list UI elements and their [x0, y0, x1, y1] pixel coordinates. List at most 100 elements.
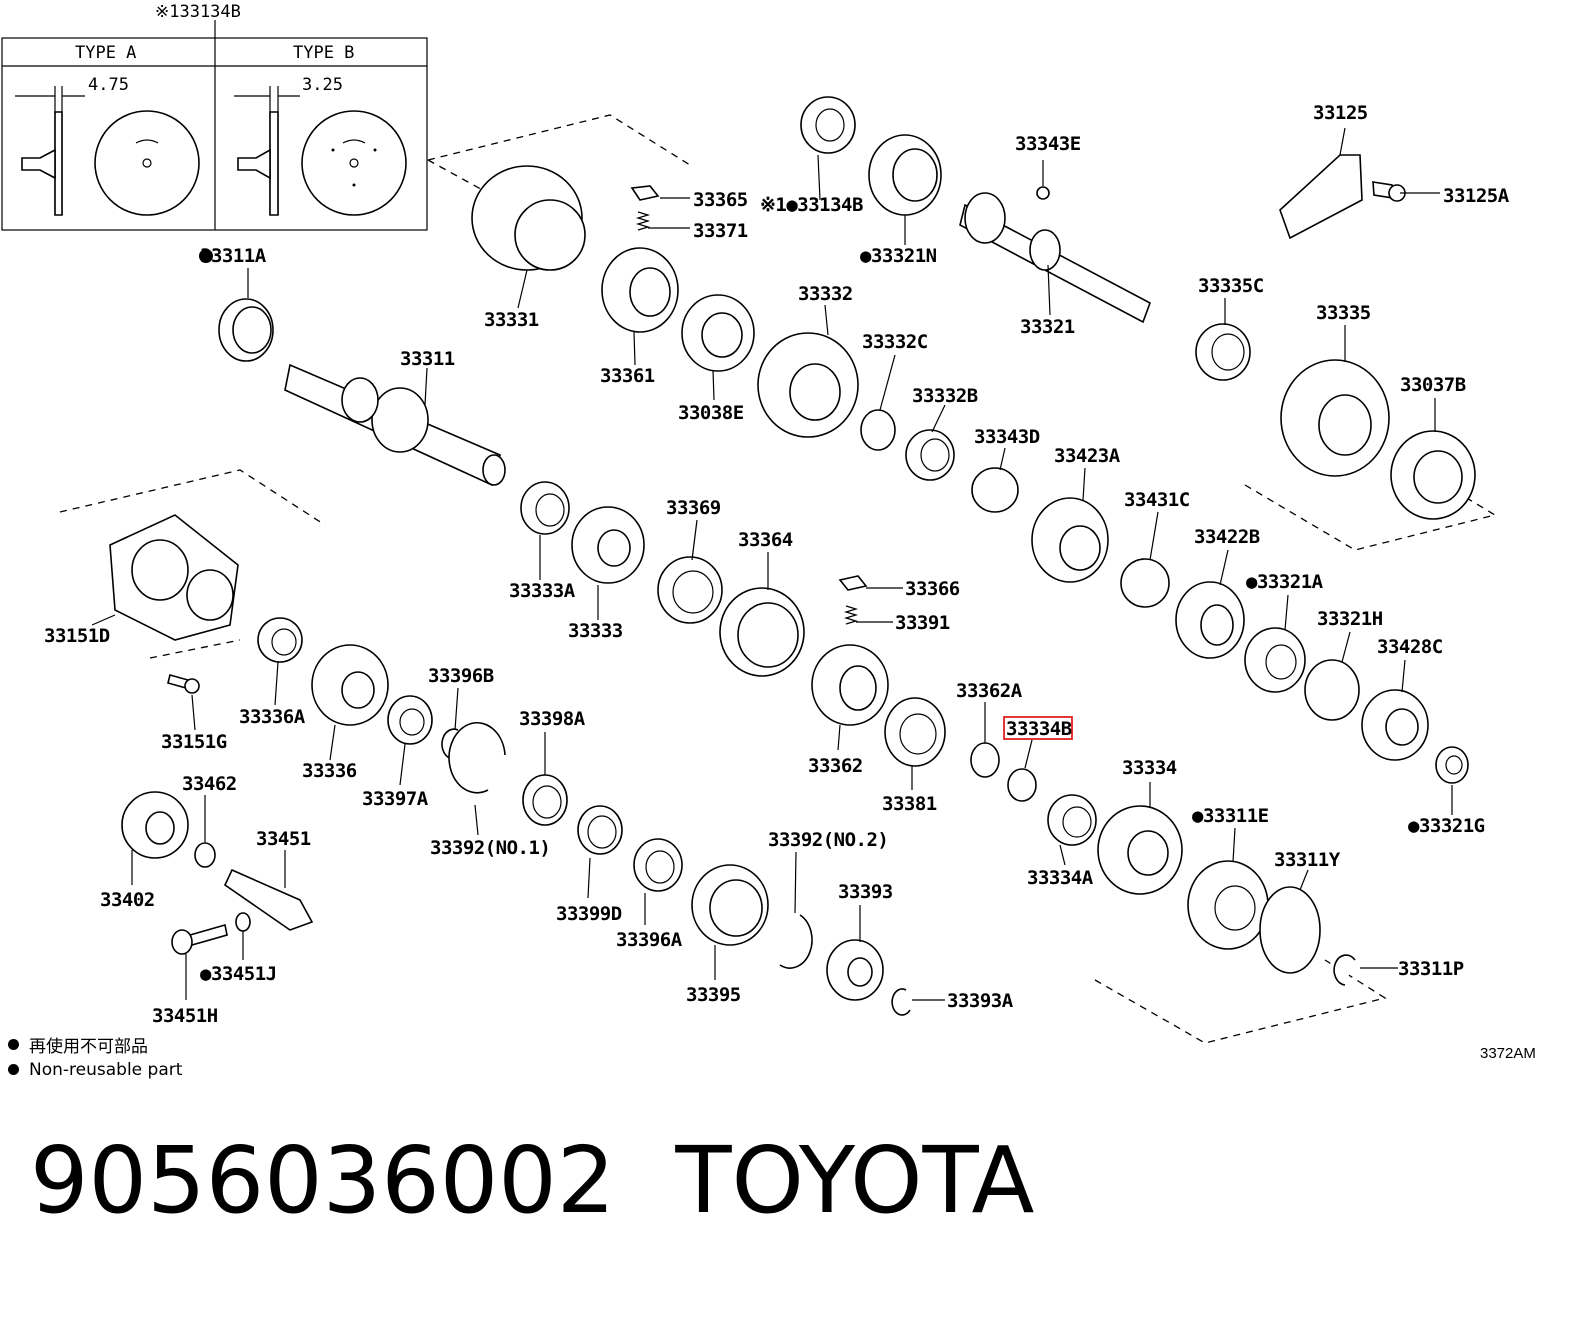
- label-33396A: 33396A: [616, 929, 683, 951]
- label-33321A: ●33321A: [1246, 571, 1324, 593]
- label-33393A: 33393A: [947, 990, 1014, 1012]
- label-33451J: ●33451J: [200, 963, 277, 985]
- figure-code: 3372AM: [1480, 1045, 1536, 1062]
- label-33431C: 33431C: [1124, 489, 1190, 511]
- label-33336A: 33336A: [239, 706, 306, 728]
- label-33343D: 33343D: [974, 426, 1040, 448]
- sleeve-33364: [719, 587, 805, 677]
- gear-33336: [311, 644, 389, 726]
- label-33396B: 33396B: [428, 665, 494, 687]
- bullet-dot-icon: [8, 1039, 19, 1050]
- gear-33428C: [1361, 689, 1429, 761]
- label-33381: 33381: [882, 793, 937, 815]
- ring-33334B: [1007, 768, 1037, 802]
- label-33428C: 33428C: [1377, 636, 1443, 658]
- label-33335C: 33335C: [1198, 275, 1264, 297]
- label-33371: 33371: [693, 220, 748, 242]
- ring-33396A: [633, 838, 683, 892]
- label-33333A: 33333A: [509, 580, 576, 602]
- ring-33398A: [522, 774, 568, 826]
- bearing-33311E: [1187, 860, 1269, 950]
- type-a-label: TYPE A: [75, 43, 136, 63]
- label-33125A: 33125A: [1443, 185, 1510, 207]
- label-33321G: ●33321G: [1408, 815, 1485, 837]
- part-number: 9056036002: [30, 1127, 616, 1234]
- dim-a-value: 4.75: [88, 75, 129, 95]
- ring-33311Y: [1259, 886, 1321, 974]
- label-33462: 33462: [182, 773, 237, 795]
- label-33451: 33451: [256, 828, 311, 850]
- gear-33422B: [1175, 581, 1245, 659]
- highlight-33334B: [1003, 716, 1073, 740]
- nut-33321G: [1435, 746, 1469, 784]
- label-33321H: 33321H: [1317, 608, 1383, 630]
- ring-33381: [884, 697, 946, 767]
- washer-33451J: [235, 912, 251, 932]
- clip-33393A: [891, 988, 911, 1016]
- type-b-label: TYPE B: [293, 43, 354, 63]
- gear-33335: [1280, 359, 1390, 477]
- label-33134B: ※1●33134B: [760, 194, 863, 216]
- label-33311P: 33311P: [1398, 958, 1464, 980]
- legend-text-en: Non-reusable part: [29, 1059, 183, 1080]
- label-33398A: 33398A: [519, 708, 586, 730]
- ring-33321H: [1304, 659, 1360, 721]
- label-33037B: 33037B: [1400, 374, 1466, 396]
- label-33334B: 33334B: [1006, 718, 1072, 740]
- gear-33332: [757, 332, 859, 438]
- label-33397A: 33397A: [362, 788, 429, 810]
- ring-33362A: [970, 742, 1000, 778]
- label-33335: 33335: [1316, 302, 1371, 324]
- label-33399D: 33399D: [556, 903, 622, 925]
- label-33311E: ●33311E: [1192, 805, 1269, 827]
- label-33366: 33366: [905, 578, 960, 600]
- label-33151D: 33151D: [44, 625, 110, 647]
- shaft-33451: [223, 868, 314, 931]
- bearing-33321N: [868, 134, 942, 216]
- legend-text-jp: 再使用不可部品: [29, 1037, 148, 1057]
- type-inset: ※133134B TYPE A TYPE B 4.75 3.25: [1, 2, 428, 231]
- part-labels: 33311A 33331 33365 33371 ※1●33134B ●3332…: [44, 102, 1510, 1027]
- bearing-33333A: [520, 481, 570, 535]
- bearing-33334A: [1047, 794, 1097, 846]
- bearing-33311A: [218, 298, 274, 362]
- label-33311Y: 33311Y: [1274, 849, 1341, 871]
- clip-33311P: [1333, 954, 1356, 986]
- label-33402: 33402: [100, 889, 155, 911]
- bearing-33402: [121, 791, 189, 859]
- bushing-33431C: [1120, 558, 1170, 608]
- ball-33343E: [1036, 186, 1050, 200]
- bracket-33125: [1279, 154, 1363, 240]
- label-33361: 33361: [600, 365, 655, 387]
- label-33332: 33332: [798, 283, 853, 305]
- dim-b-value: 3.25: [302, 75, 343, 95]
- label-33311A: 33311A: [200, 245, 267, 267]
- ring-33392-no2: [779, 914, 813, 969]
- label-33364: 33364: [738, 529, 793, 551]
- leader-lines: [91, 127, 1453, 1001]
- exploded-parts-diagram: ※133134B TYPE A TYPE B 4.75 3.25: [1, 2, 1510, 1044]
- seal-33134B: [800, 96, 856, 154]
- sleeve-33395: [691, 864, 769, 946]
- label-33365: 33365: [693, 189, 748, 211]
- legend-row-en: Non-reusable part: [8, 1057, 182, 1082]
- ring-33038E: [681, 294, 755, 372]
- sleeve-33361: [601, 247, 679, 333]
- washer-33462: [194, 842, 216, 868]
- shaft-33311: [284, 363, 506, 487]
- label-33392-no1: 33392(NO.1): [430, 837, 550, 859]
- inset-header: ※133134B: [155, 2, 241, 22]
- label-33423A: 33423A: [1054, 445, 1121, 467]
- ring-33369: [657, 556, 723, 624]
- key-33365: [630, 185, 660, 201]
- label-33451H: 33451H: [152, 1005, 218, 1027]
- bearing-33335C: [1195, 323, 1251, 381]
- bushing-33343D: [971, 467, 1019, 513]
- label-33395: 33395: [686, 984, 741, 1006]
- ring-33397A: [387, 695, 433, 745]
- bearing-33332B: [905, 429, 955, 481]
- label-33151G: 33151G: [161, 731, 227, 753]
- label-33362A: 33362A: [956, 680, 1023, 702]
- label-33321: 33321: [1020, 316, 1075, 338]
